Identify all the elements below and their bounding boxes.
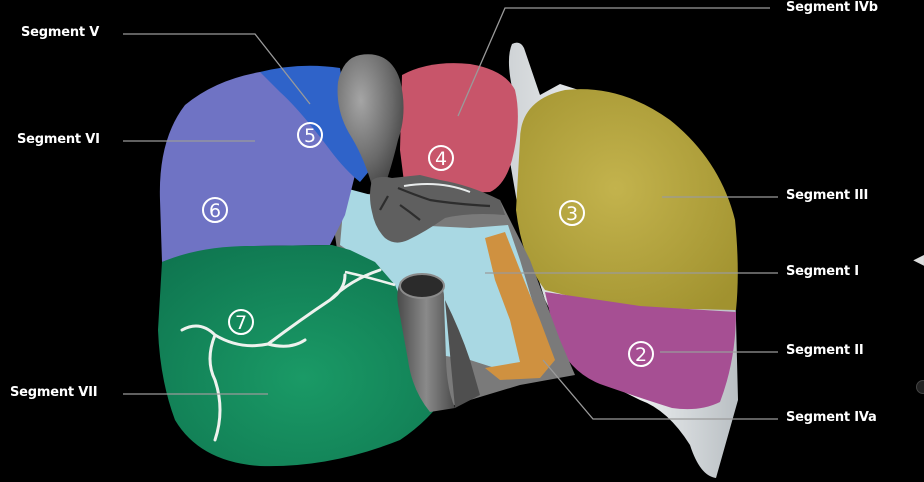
number-7-marker: 7 xyxy=(228,309,254,335)
leader-segment-ivb xyxy=(457,7,770,117)
number-2: 2 xyxy=(635,344,647,366)
number-3-marker: 3 xyxy=(559,200,585,226)
carousel-prev-arrow-icon[interactable]: ◀ xyxy=(913,252,924,268)
gallbladder xyxy=(337,54,404,187)
hepatic-vein-branches xyxy=(180,268,382,442)
label-segment-iva: Segment IVa xyxy=(786,410,877,425)
label-segment-i: Segment I xyxy=(786,264,859,279)
leader-segment-iva xyxy=(542,359,778,420)
number-6: 6 xyxy=(209,200,221,222)
segment-iii-region xyxy=(516,89,738,311)
segment-iv-region xyxy=(400,63,518,194)
leader-segment-v xyxy=(123,33,311,105)
label-segment-vi: Segment VI xyxy=(17,132,100,147)
number-2-marker: 2 xyxy=(628,341,654,367)
portal-vessels xyxy=(370,175,505,243)
label-segment-vii: Segment VII xyxy=(10,385,98,400)
segment-vii-region xyxy=(158,245,448,467)
segment-iva-region xyxy=(485,232,555,380)
label-segment-iii: Segment III xyxy=(786,188,869,203)
inferior-vena-cava xyxy=(397,274,455,412)
number-4: 4 xyxy=(435,148,447,170)
carousel-dot-icon[interactable] xyxy=(916,380,924,394)
label-segment-ii: Segment II xyxy=(786,343,864,358)
number-3: 3 xyxy=(566,203,578,225)
number-5-marker: 5 xyxy=(297,122,323,148)
number-4-marker: 4 xyxy=(428,145,454,171)
number-6-marker: 6 xyxy=(202,197,228,223)
label-segment-ivb: Segment IVb xyxy=(786,0,878,15)
label-segment-v: Segment V xyxy=(21,25,100,40)
number-5: 5 xyxy=(304,125,316,147)
number-7: 7 xyxy=(235,312,247,334)
segment-ii-region xyxy=(545,292,736,410)
